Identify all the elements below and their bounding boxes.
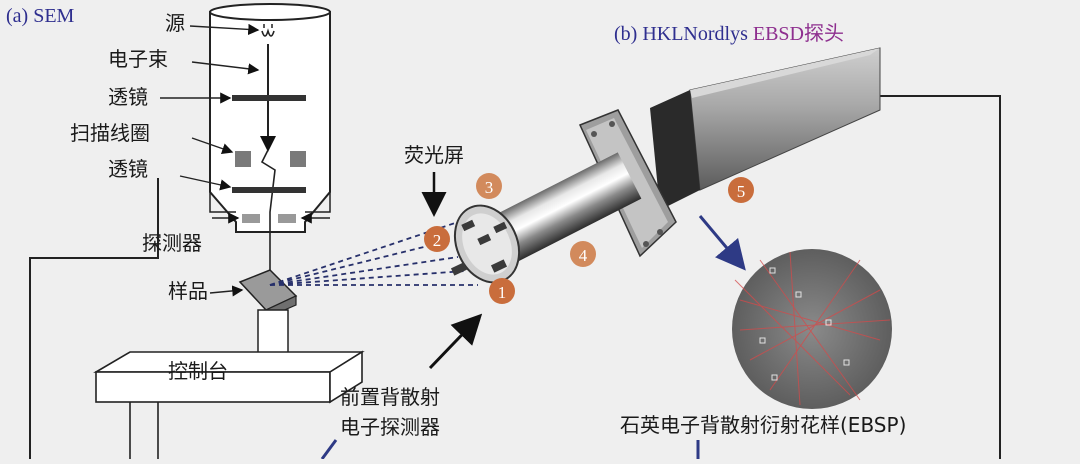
detector-housing [650, 47, 881, 210]
panel-a-title: (a) SEM [6, 5, 75, 27]
svg-text:5: 5 [737, 182, 746, 201]
scan-coil-left [235, 151, 251, 167]
ebsp-pattern [732, 249, 892, 409]
svg-text:2: 2 [433, 231, 442, 250]
sem-column [209, 3, 331, 233]
lens-bottom-pointer [179, 175, 232, 191]
label-lens-top: 透镜 [108, 85, 148, 109]
beam-pointer [191, 61, 260, 75]
marker-1: 1 [489, 278, 515, 304]
label-fsd-line2: 电子探测器 [340, 415, 440, 439]
marker-2: 2 [424, 226, 450, 252]
deflected-beam-line [260, 149, 276, 290]
sample-holder [238, 269, 298, 357]
scan-coil-right [290, 151, 306, 167]
fsd-arrow [428, 313, 483, 370]
detector-left [242, 214, 260, 223]
marker-5: 5 [728, 177, 754, 203]
marker-4: 4 [570, 241, 596, 267]
detector-right [278, 214, 296, 223]
label-detector: 探测器 [142, 231, 202, 255]
scan-coils-pointer [191, 137, 234, 155]
svg-text:4: 4 [579, 246, 588, 265]
sem-frame [29, 178, 159, 459]
source-pointer [189, 23, 260, 36]
sample-pointer [209, 285, 244, 297]
label-scan-coils: 扫描线圈 [70, 121, 150, 145]
label-source: 源 [165, 11, 185, 35]
label-lens-bottom: 透镜 [108, 157, 148, 181]
phosphor-screen-face [450, 204, 521, 284]
label-electron-beam: 电子束 [108, 47, 168, 71]
bottom-left-connector [320, 439, 338, 460]
upper-lens [232, 95, 306, 101]
svg-text:1: 1 [498, 283, 507, 302]
stage-block [93, 350, 365, 459]
filament-icon [261, 28, 275, 37]
panel-b-title: (b) HKLNordlys EBSD探头 [614, 22, 844, 45]
filament-leads [263, 24, 273, 28]
pattern-arrow [698, 215, 746, 271]
label-fsd-line1: 前置背散射 [340, 385, 440, 409]
marker-3: 3 [476, 173, 502, 199]
label-stage: 控制台 [168, 359, 228, 383]
label-phosphor-screen: 荧光屏 [404, 143, 464, 167]
svg-text:3: 3 [485, 178, 494, 197]
label-ebsp-caption: 石英电子背散射衍射花样(EBSP) [620, 413, 906, 437]
right-frame-line [880, 95, 1001, 459]
lower-lens [232, 187, 306, 193]
label-sample: 样品 [168, 279, 208, 303]
